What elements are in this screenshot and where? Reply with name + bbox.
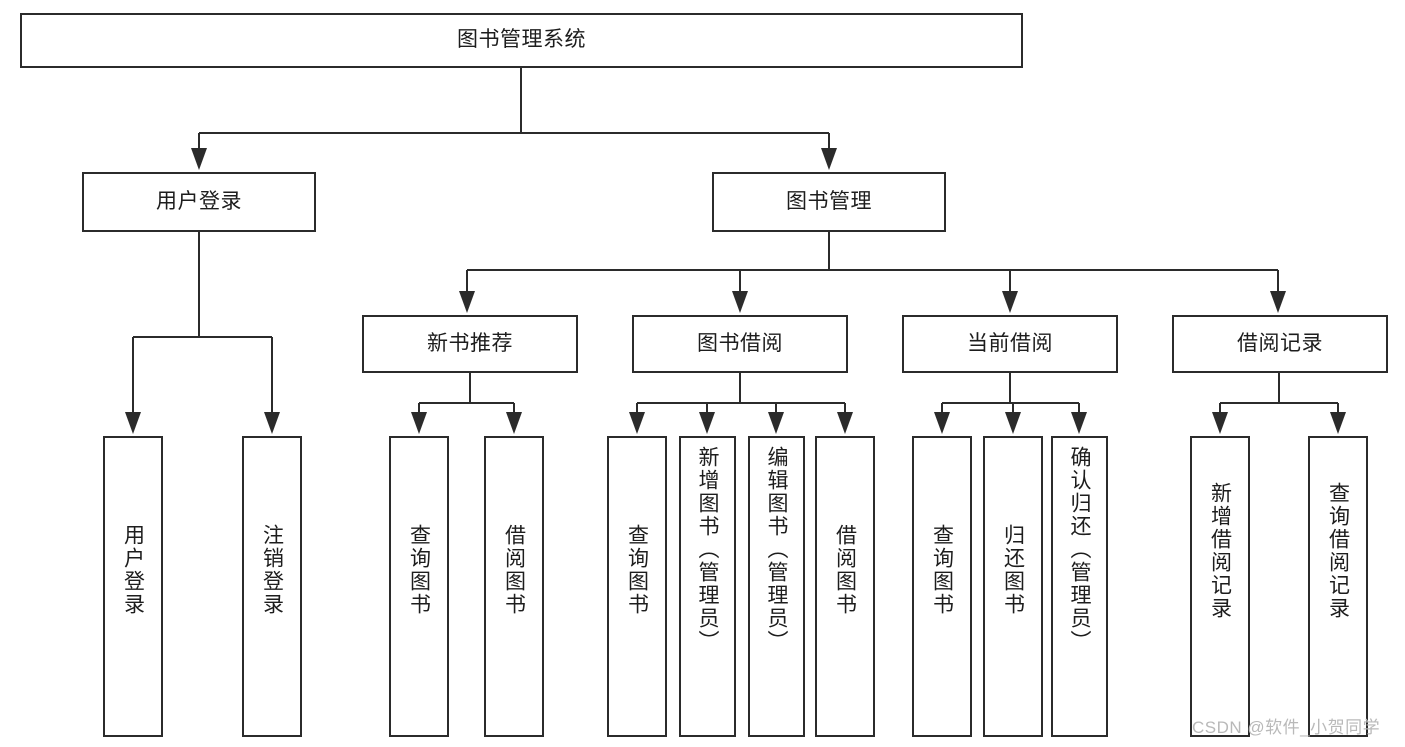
node-label-leaf-return-book: 归还图书 xyxy=(1001,524,1025,616)
book-borrow-to-leaves-arrowhead-1 xyxy=(699,412,715,434)
node-label-root: 图书管理系统 xyxy=(457,28,586,52)
current-borrow-to-leaves-arrowhead-2 xyxy=(1071,412,1087,434)
node-label-leaf-logout: 注销登录 xyxy=(260,524,284,616)
borrow-record-to-leaves-arrowhead-0 xyxy=(1212,412,1228,434)
node-label-leaf-borrow-book-2: 借阅图书 xyxy=(833,524,857,616)
root-to-level1-arrowhead-1 xyxy=(821,148,837,170)
node-leaf-add-borrow-record[interactable]: 新增借阅记录 xyxy=(1190,436,1250,737)
user-login-to-leaves-arrowhead-0 xyxy=(125,412,141,434)
node-label-leaf-add-book-admin: 新增图书（管理员） xyxy=(696,446,720,653)
node-leaf-edit-book-admin[interactable]: 编辑图书（管理员） xyxy=(748,436,805,737)
connector-group xyxy=(125,68,1346,434)
node-label-leaf-user-login: 用户登录 xyxy=(121,524,145,616)
node-label-leaf-query-borrow-record: 查询借阅记录 xyxy=(1326,482,1350,620)
node-label-book-borrow: 图书借阅 xyxy=(697,331,783,355)
node-leaf-query-book-2[interactable]: 查询图书 xyxy=(607,436,667,737)
node-label-leaf-borrow-book-1: 借阅图书 xyxy=(502,524,526,616)
node-new-book-recommend[interactable]: 新书推荐 xyxy=(362,315,578,373)
node-label-leaf-confirm-return-admin: 确认归还（管理员） xyxy=(1068,446,1092,653)
new-book-recommend-to-leaves-arrowhead-1 xyxy=(506,412,522,434)
book-manage-to-level2-arrowhead-1 xyxy=(732,291,748,313)
node-leaf-logout[interactable]: 注销登录 xyxy=(242,436,302,737)
node-borrow-record[interactable]: 借阅记录 xyxy=(1172,315,1388,373)
node-label-leaf-edit-book-admin: 编辑图书（管理员） xyxy=(765,446,789,653)
book-borrow-to-leaves-arrowhead-3 xyxy=(837,412,853,434)
book-borrow-to-leaves-arrowhead-0 xyxy=(629,412,645,434)
node-leaf-borrow-book-2[interactable]: 借阅图书 xyxy=(815,436,875,737)
node-leaf-query-book-3[interactable]: 查询图书 xyxy=(912,436,972,737)
root-to-level1-arrowhead-0 xyxy=(191,148,207,170)
node-user-login[interactable]: 用户登录 xyxy=(82,172,316,232)
book-manage-to-level2-arrowhead-0 xyxy=(459,291,475,313)
node-book-manage[interactable]: 图书管理 xyxy=(712,172,946,232)
node-book-borrow[interactable]: 图书借阅 xyxy=(632,315,848,373)
node-leaf-query-book-1[interactable]: 查询图书 xyxy=(389,436,449,737)
node-leaf-return-book[interactable]: 归还图书 xyxy=(983,436,1043,737)
node-label-current-borrow: 当前借阅 xyxy=(967,331,1053,355)
borrow-record-to-leaves-arrowhead-1 xyxy=(1330,412,1346,434)
node-root[interactable]: 图书管理系统 xyxy=(20,13,1023,68)
current-borrow-to-leaves-arrowhead-0 xyxy=(934,412,950,434)
node-leaf-borrow-book-1[interactable]: 借阅图书 xyxy=(484,436,544,737)
current-borrow-to-leaves-arrowhead-1 xyxy=(1005,412,1021,434)
node-label-leaf-add-borrow-record: 新增借阅记录 xyxy=(1208,482,1232,620)
node-leaf-user-login[interactable]: 用户登录 xyxy=(103,436,163,737)
node-current-borrow[interactable]: 当前借阅 xyxy=(902,315,1118,373)
book-borrow-to-leaves-arrowhead-2 xyxy=(768,412,784,434)
node-label-leaf-query-book-3: 查询图书 xyxy=(930,524,954,616)
node-leaf-confirm-return-admin[interactable]: 确认归还（管理员） xyxy=(1051,436,1108,737)
book-manage-to-level2-arrowhead-3 xyxy=(1270,291,1286,313)
node-label-new-book-recommend: 新书推荐 xyxy=(427,331,513,355)
node-label-leaf-query-book-1: 查询图书 xyxy=(407,524,431,616)
user-login-to-leaves-arrowhead-1 xyxy=(264,412,280,434)
node-label-user-login: 用户登录 xyxy=(156,189,242,213)
node-leaf-add-book-admin[interactable]: 新增图书（管理员） xyxy=(679,436,736,737)
node-label-borrow-record: 借阅记录 xyxy=(1237,331,1323,355)
book-manage-to-level2-arrowhead-2 xyxy=(1002,291,1018,313)
node-leaf-query-borrow-record[interactable]: 查询借阅记录 xyxy=(1308,436,1368,737)
new-book-recommend-to-leaves-arrowhead-0 xyxy=(411,412,427,434)
node-label-book-manage: 图书管理 xyxy=(786,189,872,213)
node-label-leaf-query-book-2: 查询图书 xyxy=(625,524,649,616)
